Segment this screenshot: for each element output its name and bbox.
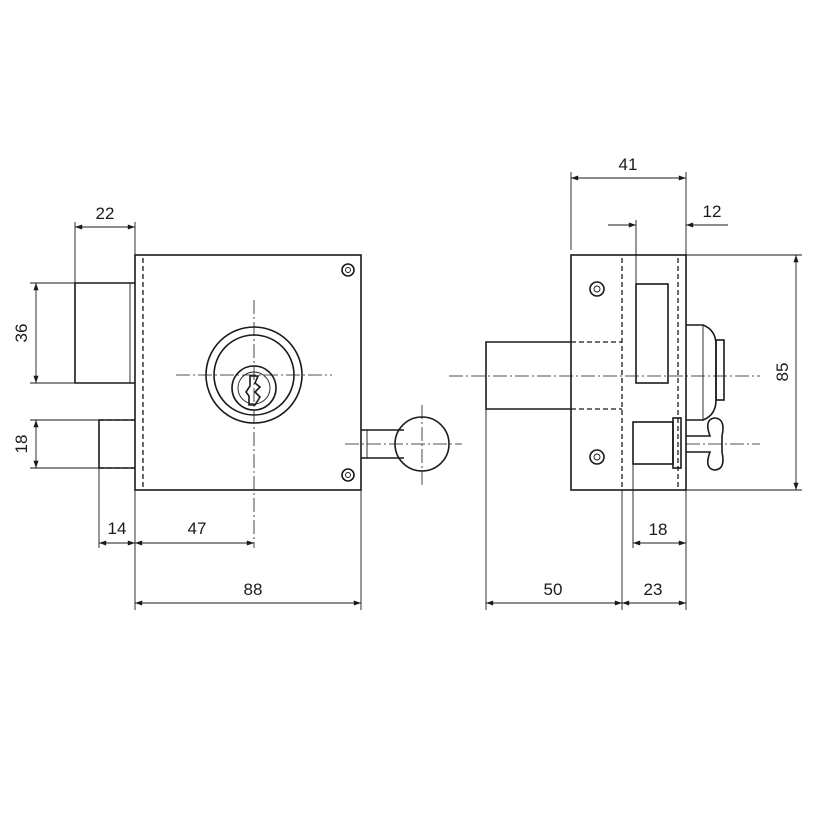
dim-bolt-projection: 50 xyxy=(544,580,563,599)
side-screw-top-icon xyxy=(589,281,605,297)
dim-case-height: 85 xyxy=(773,363,792,382)
dim-depth-total: 41 xyxy=(619,155,638,174)
dim-bolt-width: 22 xyxy=(96,204,115,223)
screw-bottom-right-icon xyxy=(341,468,355,482)
front-latch xyxy=(98,419,135,469)
dim-knob-offset: 12 xyxy=(703,202,722,221)
side-cylinder-icon xyxy=(686,324,725,421)
side-latch xyxy=(632,421,674,465)
side-view: 41 12 85 18 50 23 xyxy=(449,155,802,610)
front-case xyxy=(134,254,362,491)
dim-latch-height: 18 xyxy=(12,435,31,454)
side-bolt xyxy=(485,341,571,410)
dim-flange-depth: 23 xyxy=(644,580,663,599)
dim-cylinder-center: 47 xyxy=(188,519,207,538)
screw-top-right-icon xyxy=(341,263,355,277)
dim-case-width: 88 xyxy=(244,580,263,599)
side-case xyxy=(570,254,687,491)
dim-bolt-height: 36 xyxy=(12,324,31,343)
side-screw-bottom-icon xyxy=(589,449,605,465)
side-slot xyxy=(635,283,669,384)
dim-latch-depth: 18 xyxy=(649,520,668,539)
front-view: 22 36 18 14 47 88 xyxy=(12,204,462,610)
dim-latch-offset: 14 xyxy=(108,519,127,538)
front-deadbolt xyxy=(74,282,135,384)
